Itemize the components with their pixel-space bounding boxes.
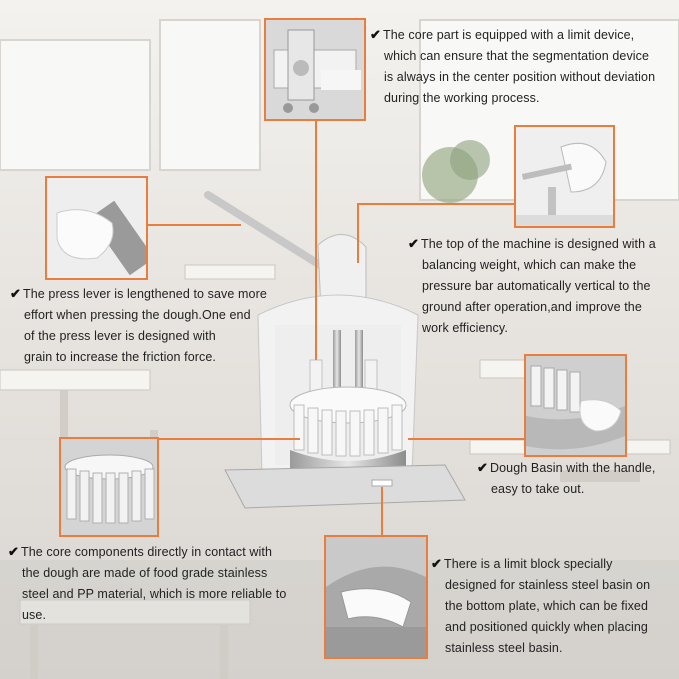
callout-limit-block: ✔There is a limit block specially design… (431, 553, 679, 659)
callout-dough-basin: ✔Dough Basin with the handle, easy to ta… (477, 457, 677, 500)
checkmark-icon: ✔ (408, 236, 419, 251)
inset-balancing-weight-photo (514, 125, 615, 228)
callout-line: the bottom plate, which can be fixed (445, 599, 649, 613)
connector-line-press-lever (147, 224, 241, 226)
connector-line-balancing-weight-h (357, 203, 515, 205)
checkmark-icon: ✔ (431, 556, 442, 571)
inset-limit-device-photo (264, 18, 366, 121)
callout-line: stainless steel basin. (445, 641, 563, 655)
callout-line: Dough Basin with the handle, (490, 461, 656, 475)
callout-press-lever: ✔The press lever is lengthened to save m… (10, 283, 300, 368)
callout-limit-device: ✔The core part is equipped with a limit … (370, 24, 679, 109)
checkmark-icon: ✔ (370, 27, 381, 42)
callout-line: pressure bar automatically vertical to t… (422, 279, 651, 293)
checkmark-icon: ✔ (10, 286, 21, 301)
inset-dough-basin-photo (524, 354, 627, 457)
connector-line-limit-block (381, 487, 383, 537)
callout-line: which can ensure that the segmentation d… (384, 49, 650, 63)
callout-line: The top of the machine is designed with … (421, 237, 656, 251)
callout-line: work efficiency. (422, 321, 508, 335)
callout-line: designed for stainless steel basin on (445, 578, 651, 592)
callout-line: The press lever is lengthened to save mo… (23, 287, 267, 301)
callout-line: There is a limit block specially (444, 557, 613, 571)
connector-line-balancing-weight-v (357, 203, 359, 263)
checkmark-icon: ✔ (477, 460, 488, 475)
callout-line: of the press lever is designed with (24, 329, 216, 343)
connector-line-dough-basin (408, 438, 525, 440)
callout-balancing-weight: ✔The top of the machine is designed with… (408, 233, 679, 339)
callout-line: grain to increase the friction force. (24, 350, 216, 364)
inset-limit-block-photo (324, 535, 428, 659)
inset-press-lever-photo (45, 176, 148, 280)
callout-line: is always in the center position without… (384, 70, 656, 84)
callout-line: and positioned quickly when placing (445, 620, 648, 634)
connector-line-core-components (158, 438, 300, 440)
callout-line: during the working process. (384, 91, 540, 105)
callout-line: The core part is equipped with a limit d… (383, 28, 635, 42)
callout-line: ground after operation,and improve the (422, 300, 642, 314)
callout-line: balancing weight, which can make the (422, 258, 637, 272)
callout-line: steel and PP material, which is more rel… (22, 587, 287, 601)
connector-line-limit-device (315, 120, 317, 360)
callout-line: easy to take out. (491, 482, 585, 496)
callout-line: The core components directly in contact … (21, 545, 273, 559)
inset-core-components-photo (59, 437, 159, 537)
callout-core-components: ✔The core components directly in contact… (8, 541, 318, 626)
callout-line: effort when pressing the dough.One end (24, 308, 251, 322)
checkmark-icon: ✔ (8, 544, 19, 559)
dough-divider-machine (204, 191, 466, 509)
callout-line: use. (22, 608, 47, 622)
callout-line: the dough are made of food grade stainle… (22, 566, 268, 580)
